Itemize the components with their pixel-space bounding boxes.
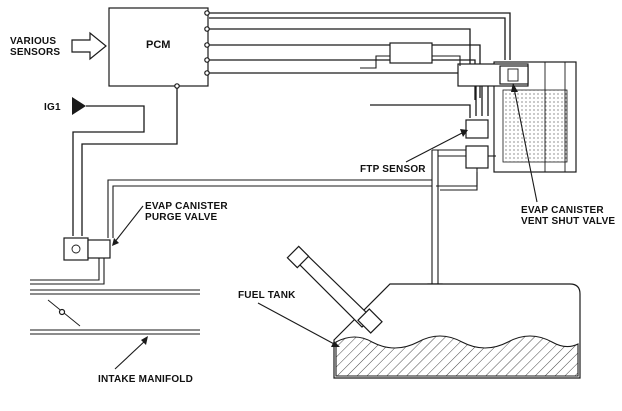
ig1-triangle-icon xyxy=(72,97,86,115)
filler-neck xyxy=(286,245,383,334)
ftp-sensor-body xyxy=(465,119,489,139)
ftp-sensor-label: FTP SENSOR xyxy=(360,164,426,175)
ftp-sensor: FTP SENSOR xyxy=(360,119,496,191)
purge-line xyxy=(107,179,432,238)
pcm-box xyxy=(108,7,209,87)
evap-canister xyxy=(360,42,577,173)
intake-manifold: INTAKE MANIFOLD xyxy=(30,289,200,385)
ig1-power: IG1 xyxy=(44,97,145,236)
purge-valve-label-1: EVAP CANISTER xyxy=(145,201,228,212)
vent-valve-label-2: VENT SHUT VALVE xyxy=(521,216,615,227)
pcm-module: PCM xyxy=(108,7,210,89)
ig1-label: IG1 xyxy=(44,102,61,113)
purge-valve-label-2: PURGE VALVE xyxy=(145,212,218,223)
purge-valve: EVAP CANISTER PURGE VALVE xyxy=(30,201,228,285)
fuel-tank: FUEL TANK xyxy=(238,245,581,379)
various-sensors-label-1: VARIOUS xyxy=(10,36,56,47)
various-sensors: VARIOUS SENSORS xyxy=(10,31,107,61)
fuel-tank-label: FUEL TANK xyxy=(238,290,296,301)
pcm-output-wires xyxy=(209,12,511,100)
pcm-purge-wire xyxy=(81,88,178,236)
purge-valve-body xyxy=(63,237,89,261)
various-sensors-label-2: SENSORS xyxy=(10,47,60,58)
intake-manifold-label: INTAKE MANIFOLD xyxy=(98,374,193,385)
ftp-wires xyxy=(370,82,489,118)
pcm-label: PCM xyxy=(146,39,170,51)
fuel-level xyxy=(335,335,579,377)
vent-shut-valve-callout: EVAP CANISTER VENT SHUT VALVE xyxy=(511,83,615,227)
vent-filter xyxy=(389,42,433,64)
vent-valve-label-1: EVAP CANISTER xyxy=(521,205,604,216)
sensor-input-arrow-icon xyxy=(71,31,107,61)
